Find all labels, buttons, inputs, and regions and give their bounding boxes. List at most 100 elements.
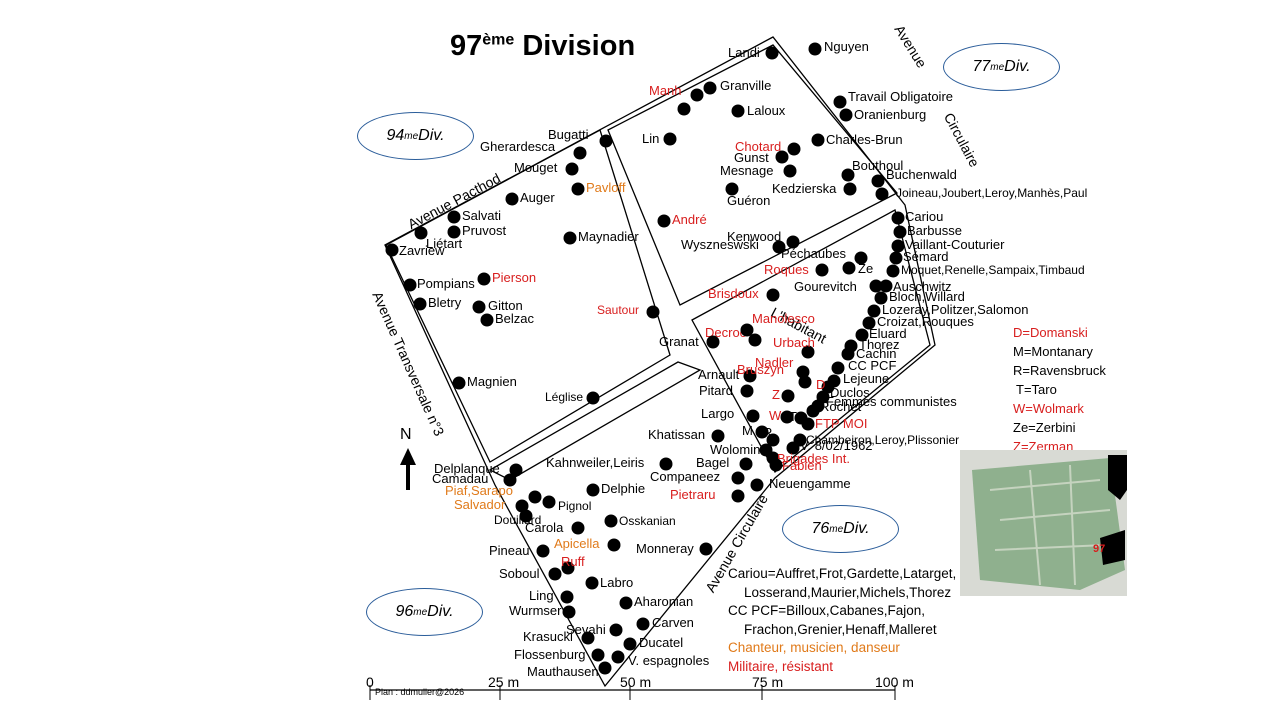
grave-marker[interactable] <box>585 576 599 590</box>
grave-marker[interactable] <box>536 544 550 558</box>
grave-marker[interactable] <box>886 264 900 278</box>
grave-marker[interactable] <box>472 300 486 314</box>
grave-marker[interactable] <box>775 150 789 164</box>
grave-marker[interactable] <box>871 174 885 188</box>
grave-marker[interactable] <box>731 104 745 118</box>
grave-marker[interactable] <box>891 239 905 253</box>
grave-marker[interactable] <box>755 425 769 439</box>
grave-marker[interactable] <box>619 596 633 610</box>
grave-marker[interactable] <box>875 187 889 201</box>
grave-marker[interactable] <box>611 650 625 664</box>
grave-marker[interactable] <box>414 226 428 240</box>
grave-marker[interactable] <box>598 661 612 675</box>
grave-marker[interactable] <box>503 473 517 487</box>
grave-marker[interactable] <box>505 192 519 206</box>
grave-marker[interactable] <box>561 561 575 575</box>
grave-marker[interactable] <box>869 279 883 293</box>
grave-marker[interactable] <box>787 142 801 156</box>
grave-marker[interactable] <box>841 168 855 182</box>
grave-marker[interactable] <box>766 288 780 302</box>
grave-marker[interactable] <box>731 471 745 485</box>
grave-marker[interactable] <box>839 108 853 122</box>
grave-marker[interactable] <box>562 605 576 619</box>
grave-marker[interactable] <box>750 478 764 492</box>
grave-marker[interactable] <box>480 313 494 327</box>
grave-marker[interactable] <box>542 495 556 509</box>
grave-marker[interactable] <box>815 263 829 277</box>
grave-marker[interactable] <box>874 291 888 305</box>
grave-marker[interactable] <box>867 304 881 318</box>
grave-marker[interactable] <box>796 365 810 379</box>
grave-marker[interactable] <box>893 225 907 239</box>
grave-marker[interactable] <box>385 243 399 257</box>
grave-marker[interactable] <box>509 463 523 477</box>
grave-marker[interactable] <box>447 210 461 224</box>
grave-marker[interactable] <box>548 567 562 581</box>
grave-marker[interactable] <box>646 305 660 319</box>
grave-marker[interactable] <box>711 429 725 443</box>
grave-marker[interactable] <box>515 499 529 513</box>
grave-marker[interactable] <box>786 441 800 455</box>
grave-marker[interactable] <box>699 542 713 556</box>
grave-marker[interactable] <box>452 376 466 390</box>
grave-marker[interactable] <box>403 278 417 292</box>
grave-marker[interactable] <box>657 214 671 228</box>
grave-marker[interactable] <box>586 391 600 405</box>
grave-marker[interactable] <box>740 384 754 398</box>
grave-marker[interactable] <box>659 457 673 471</box>
grave-marker[interactable] <box>843 182 857 196</box>
grave-marker[interactable] <box>842 261 856 275</box>
grave-marker[interactable] <box>663 132 677 146</box>
grave-marker[interactable] <box>806 404 820 418</box>
grave-marker[interactable] <box>706 335 720 349</box>
grave-marker[interactable] <box>891 211 905 225</box>
grave-marker[interactable] <box>766 433 780 447</box>
grave-marker[interactable] <box>725 182 739 196</box>
grave-marker[interactable] <box>879 279 893 293</box>
grave-marker[interactable] <box>560 590 574 604</box>
grave-marker[interactable] <box>801 417 815 431</box>
grave-marker[interactable] <box>571 521 585 535</box>
grave-marker[interactable] <box>581 631 595 645</box>
grave-marker[interactable] <box>731 489 745 503</box>
grave-marker[interactable] <box>447 225 461 239</box>
grave-marker[interactable] <box>801 345 815 359</box>
grave-marker[interactable] <box>604 514 618 528</box>
grave-marker[interactable] <box>690 88 704 102</box>
grave-marker[interactable] <box>769 458 783 472</box>
grave-marker[interactable] <box>855 328 869 342</box>
grave-marker[interactable] <box>798 375 812 389</box>
grave-marker[interactable] <box>565 162 579 176</box>
grave-marker[interactable] <box>780 410 794 424</box>
grave-marker[interactable] <box>563 231 577 245</box>
grave-marker[interactable] <box>636 617 650 631</box>
grave-marker[interactable] <box>781 389 795 403</box>
grave-marker[interactable] <box>599 134 613 148</box>
grave-marker[interactable] <box>528 490 542 504</box>
grave-marker[interactable] <box>413 297 427 311</box>
grave-marker[interactable] <box>811 133 825 147</box>
grave-marker[interactable] <box>821 380 835 394</box>
grave-marker[interactable] <box>591 648 605 662</box>
grave-marker[interactable] <box>677 102 691 116</box>
grave-marker[interactable] <box>477 272 491 286</box>
grave-marker[interactable] <box>748 333 762 347</box>
grave-marker[interactable] <box>783 164 797 178</box>
grave-marker[interactable] <box>786 235 800 249</box>
grave-marker[interactable] <box>841 347 855 361</box>
grave-marker[interactable] <box>743 369 757 383</box>
grave-marker[interactable] <box>772 240 786 254</box>
grave-marker[interactable] <box>740 323 754 337</box>
grave-marker[interactable] <box>571 182 585 196</box>
grave-marker[interactable] <box>739 457 753 471</box>
grave-marker[interactable] <box>889 251 903 265</box>
grave-marker[interactable] <box>808 42 822 56</box>
grave-marker[interactable] <box>573 146 587 160</box>
grave-marker[interactable] <box>703 81 717 95</box>
grave-marker[interactable] <box>831 361 845 375</box>
grave-marker[interactable] <box>607 538 621 552</box>
grave-marker[interactable] <box>609 623 623 637</box>
grave-marker[interactable] <box>765 46 779 60</box>
grave-marker[interactable] <box>586 483 600 497</box>
grave-marker[interactable] <box>854 251 868 265</box>
